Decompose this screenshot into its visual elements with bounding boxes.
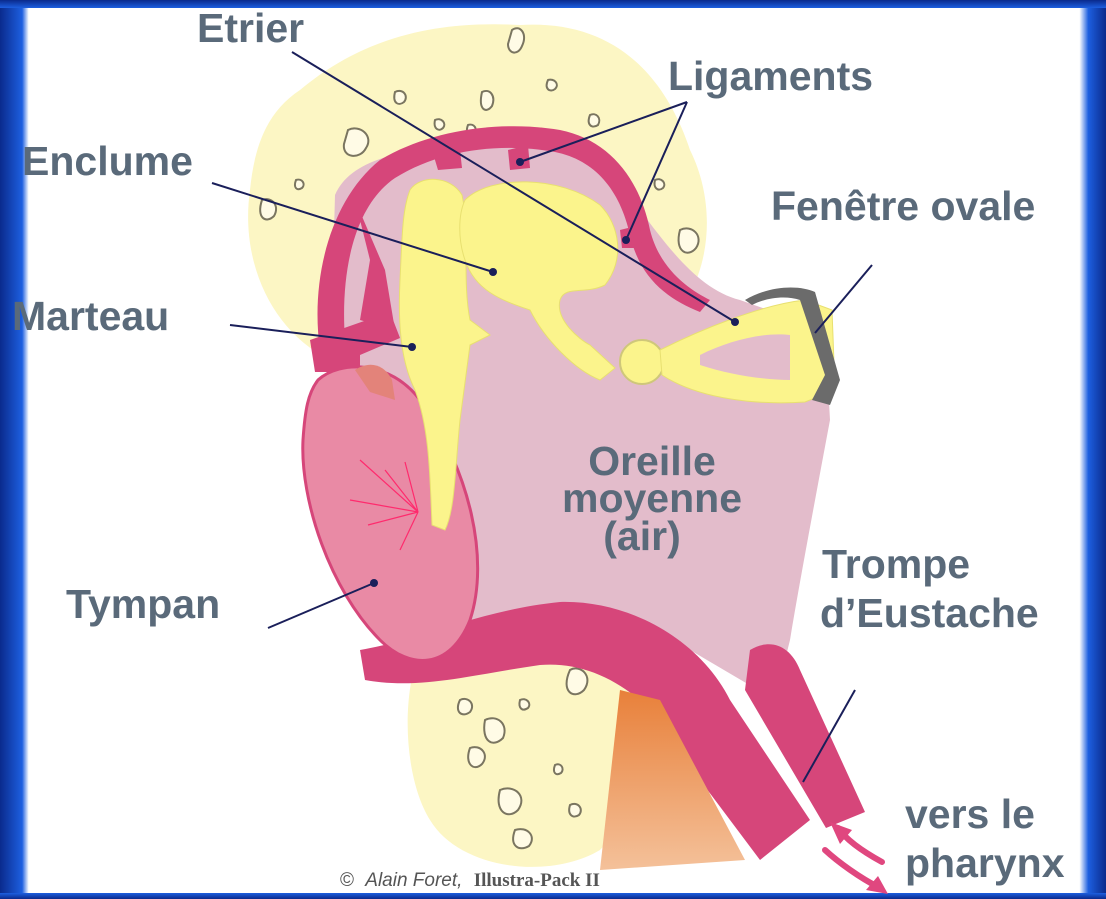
label-ligaments: Ligaments	[668, 53, 873, 99]
credit-line: © Alain Foret, Illustra-Pack II	[340, 870, 600, 891]
label-marteau: Marteau	[12, 293, 169, 339]
label-oreille-line3: (air)	[603, 513, 680, 559]
pharynx-arrows	[825, 828, 882, 888]
incudostapedial-joint	[620, 340, 664, 384]
copyright-symbol: ©	[340, 870, 354, 891]
label-tympan: Tympan	[66, 581, 220, 627]
credit-brand: Illustra-Pack II	[474, 870, 600, 891]
label-vers-line2: pharynx	[905, 840, 1065, 886]
label-trompe-line1: Trompe	[822, 541, 970, 587]
label-etrier: Etrier	[197, 5, 304, 51]
label-fenetre-ovale: Fenêtre ovale	[771, 183, 1035, 229]
label-trompe-line2: d’Eustache	[820, 590, 1039, 636]
credit-author: Alain Foret,	[364, 870, 462, 891]
label-enclume: Enclume	[22, 138, 193, 184]
label-vers-line1: vers le	[905, 791, 1035, 837]
